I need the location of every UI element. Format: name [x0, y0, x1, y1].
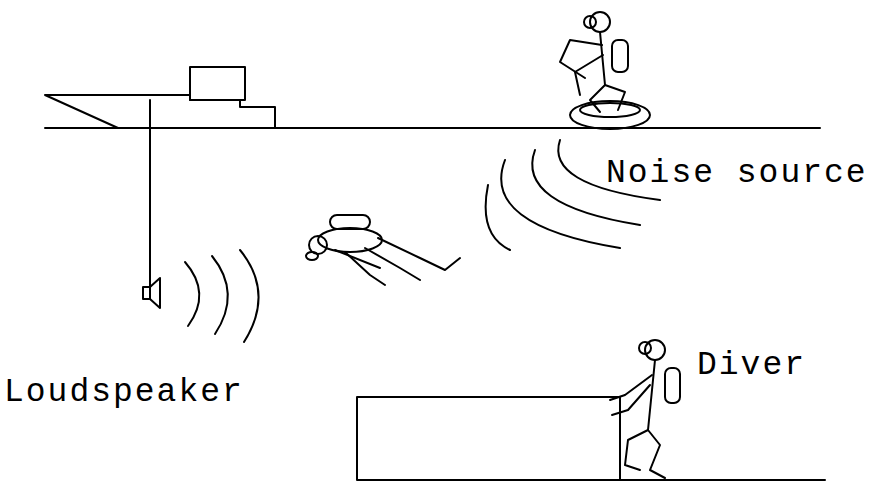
swimming-diver — [306, 215, 460, 285]
loudspeaker-label: Loudspeaker — [4, 376, 244, 409]
seated-diver — [610, 340, 680, 478]
sound-waves — [185, 250, 259, 342]
speaker-cable — [149, 100, 151, 287]
boat — [45, 67, 275, 128]
noise-source-diver — [560, 12, 650, 129]
diver-label: Diver — [697, 349, 806, 382]
loudspeaker-symbol — [143, 278, 160, 308]
work-box — [357, 397, 620, 480]
noise-source-label: Noise source — [606, 157, 868, 190]
seabed-line — [620, 479, 825, 481]
